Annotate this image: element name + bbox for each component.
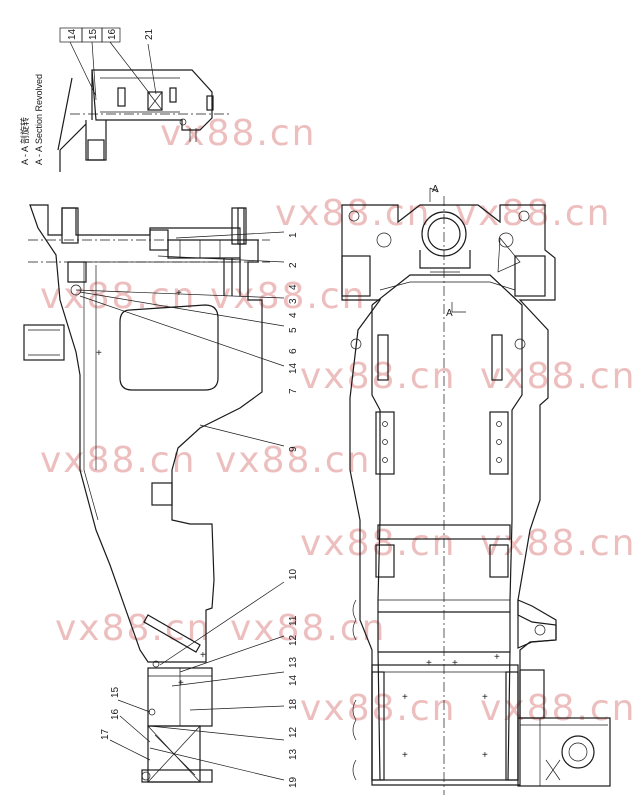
watermark: vx88.cn [275,193,431,234]
callout-12b: 12 [288,726,299,738]
watermark: vx88.cn [300,356,456,397]
svg-text:+: + [426,658,432,669]
callout-16: 16 [110,708,121,720]
callout-14b: 14 [288,674,299,686]
watermark: vx88.cn [55,608,211,649]
callout-16: 16 [107,28,118,40]
callout-19: 19 [288,776,299,788]
svg-text:+: + [402,692,408,703]
svg-text:+: + [452,658,458,669]
callout-4b: 4 [288,312,299,318]
callout-18: 18 [288,698,299,710]
svg-text:+: + [402,750,408,761]
svg-text:+: + [178,678,184,689]
section-caption-cn: A - A 剖旋转 [19,117,30,165]
watermark: vx88.cn [300,688,456,729]
watermark: vx88.cn [40,276,196,317]
watermark: vx88.cn [160,113,316,154]
callout-3: 3 [288,298,299,304]
watermark: vx88.cn [455,193,611,234]
plan-view: A A + + + [341,184,611,795]
callout-13a: 13 [288,656,299,668]
callout-4a: 4 [288,284,299,290]
watermark: vx88.cn [230,608,386,649]
callout-5: 5 [288,327,299,333]
callouts-side: 1 2 4 3 4 5 6 14 7 9 10 11 12 13 14 18 1… [100,232,299,788]
callout-9: 9 [288,446,299,452]
callout-14: 14 [67,28,78,40]
callout-13b: 13 [288,748,299,760]
svg-text:+: + [482,692,488,703]
section-marker-top: A [432,184,439,195]
leader-lines-side [75,231,285,781]
callout-12a: 12 [288,634,299,646]
callout-11: 11 [288,615,299,626]
svg-text:+: + [494,652,500,663]
watermark: vx88.cn [480,523,636,564]
section-marker-mid: A [446,308,453,319]
callout-6: 6 [288,348,299,354]
callout-21: 21 [144,28,155,40]
callout-15: 15 [110,686,121,698]
callout-14a: 14 [288,362,299,374]
callout-1: 1 [288,232,299,238]
section-inset: A - A 剖旋转 A - A Section Revolved 14 15 1… [19,27,230,172]
watermark: vx88.cn [40,440,196,481]
svg-text:+: + [200,650,206,661]
svg-text:+: + [482,750,488,761]
callout-2: 2 [288,262,299,268]
watermark: vx88.cn [480,688,636,729]
watermark: vx88.cn [210,276,366,317]
watermark: vx88.cn [300,523,456,564]
section-caption-en: A - A Section Revolved [34,74,44,165]
watermark: vx88.cn [215,440,371,481]
watermark: vx88.cn [480,356,636,397]
callout-10: 10 [288,568,299,580]
callout-17: 17 [100,728,111,740]
callout-15: 15 [88,28,99,40]
svg-text:+: + [176,288,182,299]
callout-7: 7 [288,388,299,394]
svg-text:+: + [96,348,102,359]
watermarks: vx88.cn vx88.cn vx88.cn vx88.cn vx88.cn … [40,113,636,729]
